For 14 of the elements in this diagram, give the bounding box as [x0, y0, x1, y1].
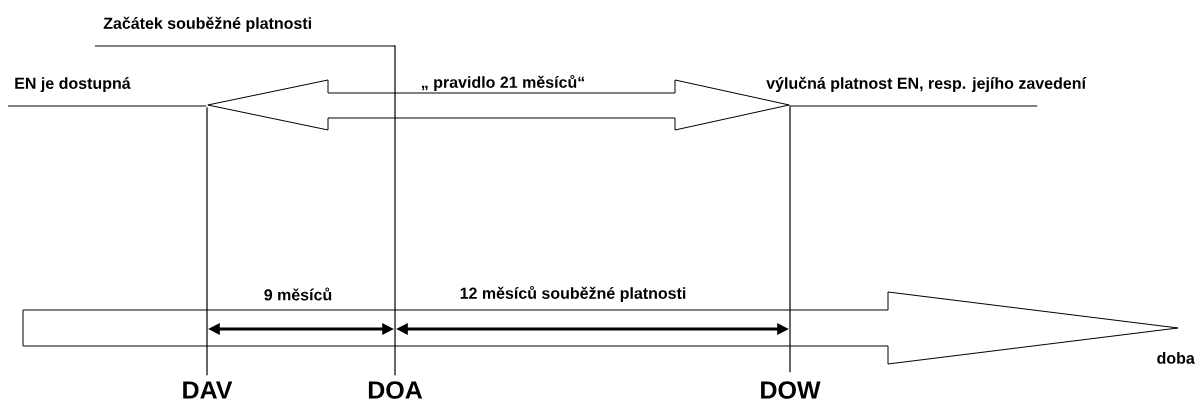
edge-label: 12 měsíců souběžné platnosti	[458, 284, 688, 304]
annotation-text: Začátek souběžné platnosti	[103, 16, 311, 33]
edge-label: 9 měsíců	[262, 286, 334, 302]
annotation-text: EN je dostupná	[15, 77, 131, 93]
date-label: DAV	[183, 381, 233, 399]
leader-line	[790, 105, 1038, 107]
annotation-text: výlučná platnost EN, resp. jejího zavedení	[766, 76, 1087, 93]
leader-line	[94, 45, 396, 47]
leader-line	[7, 105, 207, 107]
axis-label: doba	[1157, 352, 1195, 364]
date-label: DOA	[368, 381, 423, 399]
date-label: DOW	[761, 381, 821, 399]
block-arrow	[207, 79, 790, 131]
edge-label: „ pravidlo 21 měsíců“	[419, 73, 587, 93]
